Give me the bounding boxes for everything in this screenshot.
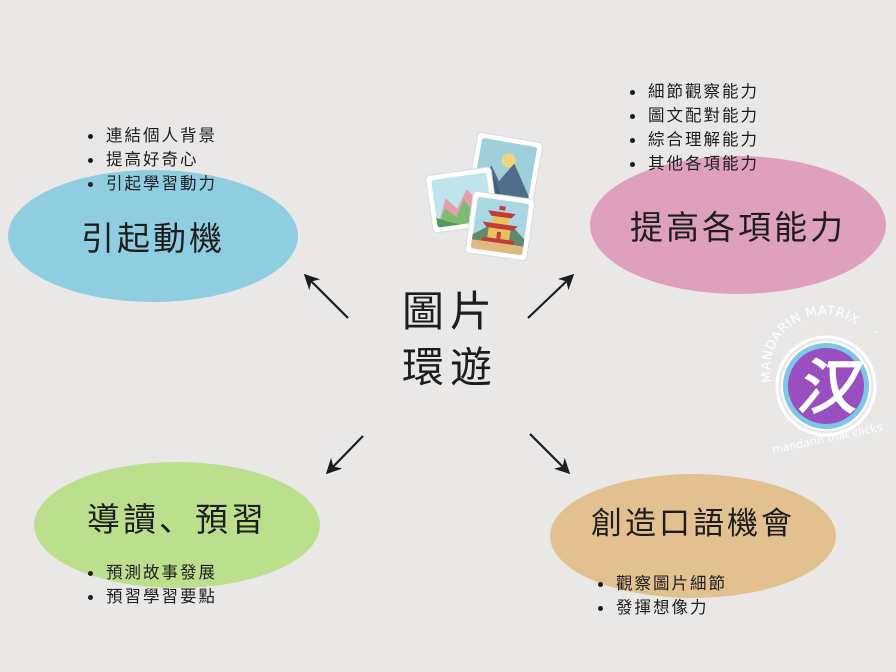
bullet-item: 綜合理解能力	[628, 128, 759, 152]
arrows	[303, 273, 575, 475]
arrow-to-top-left	[303, 273, 349, 319]
bullet-item: 發揮想像力	[596, 596, 727, 620]
bottom-left-bullets: 預測故事發展 預習學習要點	[86, 561, 217, 609]
top-left-bullets: 連結個人背景 提高好奇心 引起學習動力	[86, 124, 217, 196]
center-title-line1: 圖片	[401, 287, 498, 336]
bullet-item: 連結個人背景	[86, 124, 217, 148]
bullet-item: 引起學習動力	[86, 172, 217, 196]
node-top-left: 引起動機	[8, 170, 298, 302]
node-top-right-label: 提高各項能力	[630, 208, 846, 247]
bullet-item: 其他各項能力	[628, 152, 759, 176]
arrow-to-bottom-left	[325, 435, 364, 475]
center-title-line2: 環遊	[401, 343, 498, 392]
node-bottom-left: 導讀、預習	[34, 462, 320, 588]
node-top-left-label: 引起動機	[81, 219, 225, 258]
node-bottom-right: 創造口語機會	[550, 474, 836, 598]
node-bottom-right-label: 創造口語機會	[591, 505, 795, 542]
bullet-item: 細節觀察能力	[628, 80, 759, 104]
node-bottom-left-label: 導讀、預習	[87, 500, 267, 539]
center-title: 圖片 環遊	[380, 284, 520, 396]
top-right-bullets: 細節觀察能力 圖文配對能力 綜合理解能力 其他各項能力	[628, 80, 759, 176]
logo-glyph: 汉	[796, 353, 864, 423]
node-top-right: 提高各項能力	[590, 156, 886, 294]
bullet-item: 預習學習要點	[86, 585, 217, 609]
bullet-item: 提高好奇心	[86, 148, 217, 172]
photos-icon	[425, 131, 544, 261]
mandarin-matrix-logo: 汉 MANDARIN MATRIX ™ mandarin that clicks	[759, 304, 884, 457]
bullet-item: 預測故事發展	[86, 561, 217, 585]
pagoda-photo-icon	[465, 191, 535, 261]
logo-trademark: ™	[872, 330, 879, 338]
bullet-item: 觀察圖片細節	[596, 572, 727, 596]
bullet-item: 圖文配對能力	[628, 104, 759, 128]
arrow-to-bottom-right	[529, 433, 571, 475]
arrow-to-top-right	[527, 273, 575, 319]
bottom-right-bullets: 觀察圖片細節 發揮想像力	[596, 572, 727, 620]
